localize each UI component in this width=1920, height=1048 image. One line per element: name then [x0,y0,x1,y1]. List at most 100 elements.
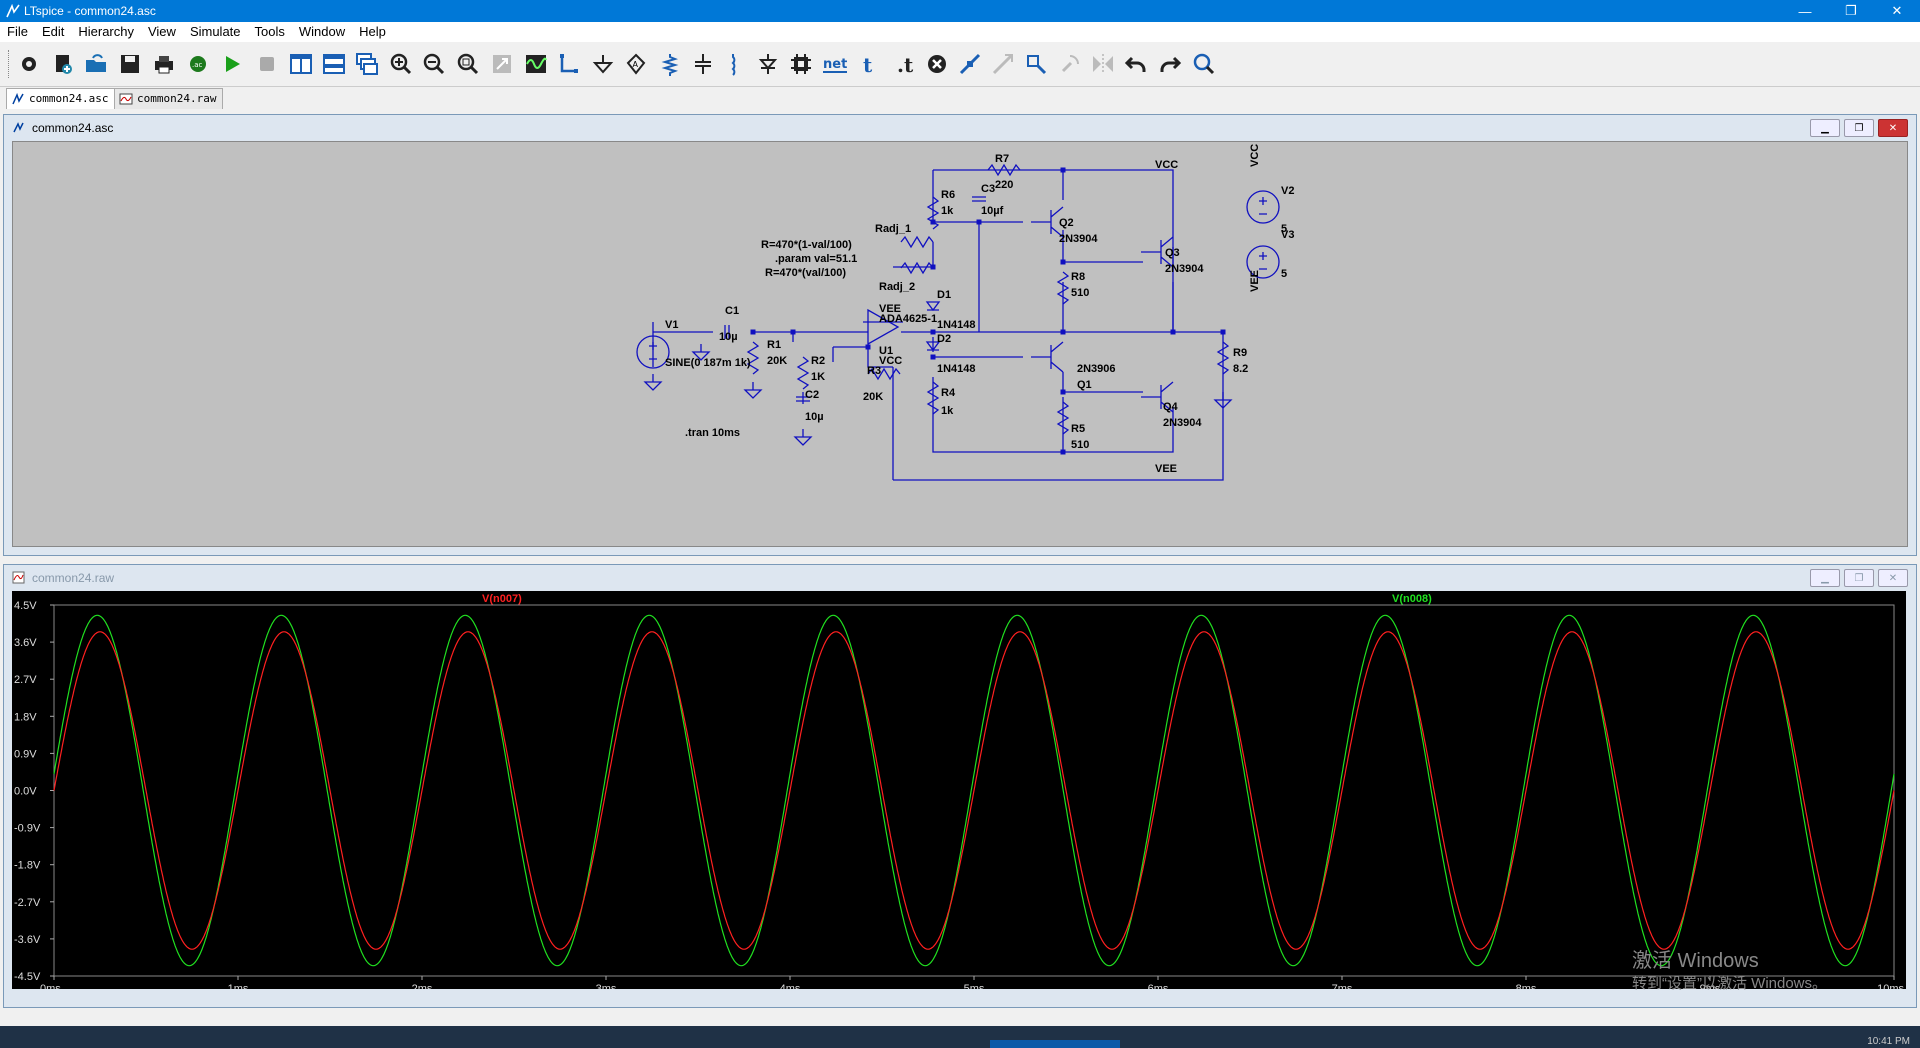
restore-button[interactable]: ❐ [1845,3,1857,18]
mdi-minimize-button[interactable]: ▁ [1810,119,1840,137]
resistor-r4[interactable] [926,381,940,415]
delete-button[interactable] [924,51,950,77]
schematic-label: Radj_2 [879,281,915,293]
cascade-button[interactable] [354,51,380,77]
menu-file[interactable]: File [7,24,28,39]
series-line-vn008[interactable] [53,614,1895,967]
capacitor-c1[interactable] [724,325,730,339]
tab-waveform[interactable]: common24.raw [114,88,224,109]
schematic-window-titlebar: common24.asc ▁ ❐ ✕ [4,115,1916,139]
resistor-r5[interactable] [1056,401,1070,435]
zoom-fit-button[interactable] [455,51,481,77]
mirror-button[interactable] [1090,51,1116,77]
x-tick-label: 3ms [596,983,617,989]
waveform-button[interactable] [523,51,549,77]
resistor-r8[interactable] [1056,271,1070,305]
transistor-q3[interactable] [1141,236,1174,268]
move-button[interactable] [990,51,1016,77]
resistor-r6[interactable] [926,196,940,230]
resistor-r1[interactable] [746,341,760,375]
resistor-radj1[interactable] [900,235,934,249]
new-schematic-button[interactable] [50,51,76,77]
zoom-area-button[interactable] [489,51,515,77]
legend-entry[interactable]: V(n007) [482,593,522,605]
mdi-minimize-button[interactable]: ▁ [1810,569,1840,587]
minimize-button[interactable]: — [1798,3,1812,19]
find-button[interactable] [1191,51,1217,77]
tile-horizontal-button[interactable] [321,51,347,77]
resistor-r2[interactable] [796,356,810,390]
resistor-radj2[interactable] [900,261,934,275]
legend-entry[interactable]: V(n008) [1392,593,1432,605]
transistor-q4[interactable] [1141,381,1174,413]
capacitor-c2[interactable] [796,396,810,402]
settings-button[interactable] [16,51,42,77]
transistor-q2[interactable] [1031,206,1064,238]
control-panel-button[interactable]: .ac [185,51,211,77]
drag-button[interactable] [1023,51,1049,77]
inductor-button[interactable] [722,51,748,77]
run-button[interactable] [219,51,245,77]
opamp-u1[interactable] [867,308,900,346]
resistor-r9[interactable] [1216,341,1230,375]
tab-schematic[interactable]: common24.asc [6,88,116,109]
label-button[interactable]: A [623,51,649,77]
zoom-out-button[interactable] [421,51,447,77]
voltage-source-v3[interactable] [1246,245,1280,279]
voltage-source-v2[interactable] [1246,190,1280,224]
wire-button[interactable] [556,51,582,77]
undo-button[interactable] [1123,51,1149,77]
voltage-source-v1[interactable] [636,335,670,369]
menu-simulate[interactable]: Simulate [189,24,241,39]
menu-view[interactable]: View [147,24,176,39]
duplicate-button[interactable] [957,51,983,77]
diode-button[interactable] [755,51,781,77]
schematic-drawing[interactable]: R7220VCCR61kC310µfQ22N3904Radj_1R=470*(1… [13,142,1907,546]
capacitor-icon [695,54,711,74]
waveform-chart[interactable]: 4.5V3.6V2.7V1.8V0.9V0.0V-0.9V-1.8V-2.7V-… [12,591,1906,989]
menu-edit[interactable]: Edit [41,24,65,39]
schematic-label: V2 [1281,185,1294,197]
net-button[interactable]: net [822,51,848,77]
schematic-label: VCC [1249,144,1261,167]
transistor-q1[interactable] [1031,341,1064,373]
capacitor-button[interactable] [690,51,716,77]
component-button[interactable] [788,51,814,77]
taskbar-active-app[interactable] [990,1040,1120,1048]
mdi-restore-button[interactable]: ❐ [1844,569,1874,587]
tile-vertical-button[interactable] [288,51,314,77]
document-tabs: common24.asc common24.raw [0,87,1920,109]
mdi-close-button[interactable]: ✕ [1878,569,1908,587]
y-tick-label: 3.6V [14,637,37,649]
capacitor-c3[interactable] [972,196,986,202]
zoom-in-button[interactable] [388,51,414,77]
text-button[interactable]: t [856,51,882,77]
close-button[interactable]: ✕ [1891,3,1903,18]
schematic-label: 510 [1071,439,1089,451]
resistor-r7[interactable] [987,163,1021,177]
open-button[interactable] [83,51,109,77]
toolbar-grip[interactable] [8,50,12,78]
mdi-close-button[interactable]: ✕ [1878,119,1908,137]
menu-window[interactable]: Window [298,24,346,39]
rotate-button[interactable] [1057,51,1083,77]
spice-directive-button[interactable]: .t [890,51,916,77]
resistor-button[interactable] [657,51,683,77]
halt-button[interactable] [254,51,280,77]
save-button[interactable] [117,51,143,77]
resistor-r3[interactable] [867,367,901,381]
save-icon [121,55,139,73]
diode-d2[interactable] [925,341,941,352]
series-line-vn007[interactable] [53,631,1895,950]
menu-tools[interactable]: Tools [254,24,285,39]
redo-button[interactable] [1157,51,1183,77]
menu-help[interactable]: Help [359,24,386,39]
menu-hierarchy[interactable]: Hierarchy [78,24,134,39]
mdi-restore-button[interactable]: ❐ [1844,119,1874,137]
diode-d1[interactable] [925,301,941,312]
ground-button[interactable] [590,51,616,77]
schematic-label: D2 [937,333,951,345]
print-button[interactable] [151,51,177,77]
